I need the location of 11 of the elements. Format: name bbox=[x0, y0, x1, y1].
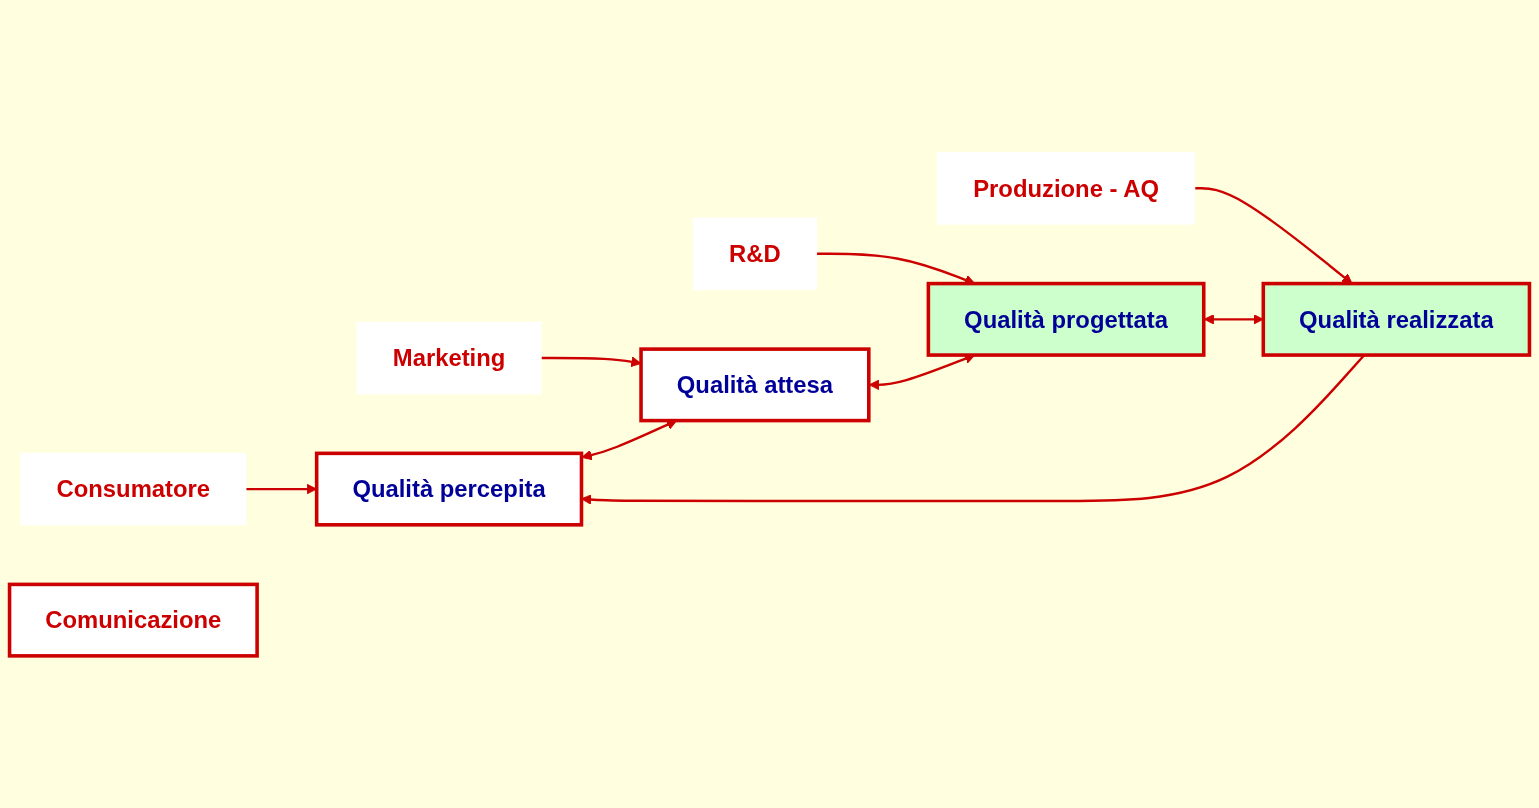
node-box: Qualità progettata bbox=[926, 281, 1206, 357]
node-box: Qualità attesa bbox=[639, 347, 871, 423]
node-box: Qualità percepita bbox=[314, 451, 584, 527]
node-box: R&D bbox=[692, 217, 818, 290]
arrow bbox=[1194, 186, 1353, 284]
node-box: Consumatore bbox=[20, 452, 247, 526]
arrow bbox=[581, 354, 1366, 505]
node-box: Qualità realizzata bbox=[1261, 281, 1532, 357]
node-box: Marketing bbox=[356, 321, 542, 395]
node-box: Comunicazione bbox=[7, 582, 259, 658]
node-box: Produzione - AQ bbox=[936, 151, 1196, 225]
